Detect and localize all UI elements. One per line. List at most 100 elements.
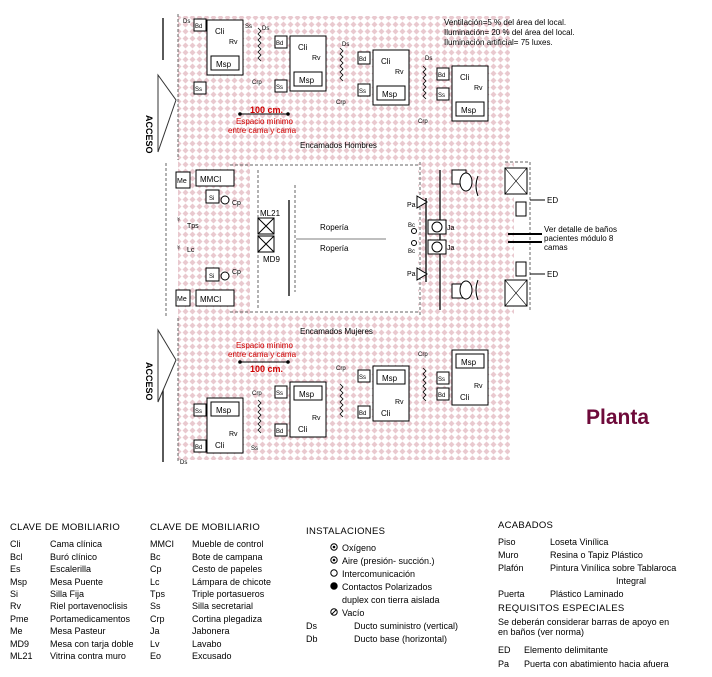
legend-row: Ja Jabonera <box>150 625 271 637</box>
svg-text:Msp: Msp <box>461 106 477 115</box>
svg-text:Ss: Ss <box>276 85 283 91</box>
legend-desc: Portamedicamentos <box>50 613 131 624</box>
legend-heading: REQUISITOS ESPECIALES <box>498 603 625 614</box>
svg-text:Ss: Ss <box>359 375 366 381</box>
legend-desc: Puerta con abatimiento hacia afuera <box>524 659 669 670</box>
access-label-top: ACCESO <box>144 115 154 154</box>
legend-desc: duplex con tierra aislada <box>342 595 440 606</box>
min-space-top: 100 cm. Espacio mínimo entre cama y cama <box>228 105 297 135</box>
legend-code <box>564 575 616 588</box>
legend-code: Bc <box>150 551 161 562</box>
svg-text:Lc: Lc <box>187 247 195 254</box>
svg-text:Ja: Ja <box>447 225 455 232</box>
svg-text:Crp: Crp <box>418 119 428 125</box>
legend-code <box>306 555 330 568</box>
svg-text:Ss: Ss <box>438 377 445 383</box>
baths-note-2: pacientes módulo 8 <box>544 234 614 243</box>
legend-code: Muro <box>498 550 519 561</box>
svg-text:Cli: Cli <box>381 57 391 66</box>
legend-code: Lv <box>150 638 160 649</box>
svg-text:Msp: Msp <box>299 390 315 399</box>
legend-code: Puerta <box>498 589 525 600</box>
legend-desc: Jabonera <box>192 626 230 637</box>
roperia-label-2: Ropería <box>320 244 349 253</box>
legend-desc: Resina o Tapiz Plástico <box>550 550 643 561</box>
svg-text:Bc: Bc <box>408 249 415 255</box>
svg-text:Bd: Bd <box>438 73 445 79</box>
svg-text:Bd: Bd <box>276 41 283 47</box>
svg-text:Ss: Ss <box>195 87 202 93</box>
req-note-1: Se deberán considerar barras de apoyo en <box>498 617 670 628</box>
legend-code: Db <box>306 634 318 645</box>
legend-row: Contactos Polarizados <box>306 581 458 594</box>
legend-desc: Silla Fija <box>50 589 85 600</box>
svg-text:Ss: Ss <box>359 89 366 95</box>
svg-text:Ja: Ja <box>447 245 455 252</box>
notes: Ventilación=5 % del área del local. Ilum… <box>300 18 617 336</box>
svg-text:Bd: Bd <box>438 393 445 399</box>
svg-text:Tps: Tps <box>187 223 199 230</box>
svg-text:Bc: Bc <box>408 223 415 229</box>
legend-desc: Excusado <box>192 651 232 662</box>
svg-text:☿: ☿ <box>176 245 181 252</box>
legend-desc: Mesa con tarja doble <box>50 638 134 649</box>
req-note-2: en baños (ver norma) <box>498 627 585 638</box>
svg-text:Cli: Cli <box>215 441 225 450</box>
svg-text:Ss: Ss <box>195 409 202 415</box>
legend-code: ML21 <box>10 651 33 662</box>
svg-text:Ss: Ss <box>276 391 283 397</box>
svg-text:Bd: Bd <box>276 429 283 435</box>
svg-text:Ss: Ss <box>245 24 252 30</box>
svg-text:Pa: Pa <box>407 271 416 278</box>
legend-desc: Elemento delimitante <box>524 645 609 656</box>
legend-spacer <box>342 633 354 646</box>
svg-text:ED: ED <box>547 196 558 205</box>
baths-note-3: camas <box>544 243 568 252</box>
legend-row: Oxígeno <box>306 542 458 555</box>
svg-text:MMCI: MMCI <box>200 175 221 184</box>
legend-desc: Lavabo <box>192 638 222 649</box>
walls <box>165 14 531 462</box>
legend-desc: Cama clínica <box>50 539 103 550</box>
legend-code: Piso <box>498 537 516 548</box>
svg-text:entre cama y cama: entre cama y cama <box>228 350 297 359</box>
svg-text:Cli: Cli <box>298 43 308 52</box>
legend-row: Vacío <box>306 607 458 620</box>
svg-text:Ds: Ds <box>183 19 190 25</box>
legend-desc: Buró clínico <box>50 551 98 562</box>
svg-text:Crp: Crp <box>252 80 262 86</box>
svg-text:Pa: Pa <box>407 202 416 209</box>
legend-desc: Oxígeno <box>342 543 377 554</box>
svg-text:Bd: Bd <box>359 57 366 63</box>
svg-text:100 cm.: 100 cm. <box>250 364 283 374</box>
svg-text:Msp: Msp <box>461 358 477 367</box>
svg-text:Ds: Ds <box>342 42 349 48</box>
legend-desc: Contactos Polarizados <box>342 582 433 593</box>
oxygen-icon <box>330 542 338 552</box>
svg-text:Ds: Ds <box>425 56 432 62</box>
intercom-icon <box>330 568 338 578</box>
svg-text:Ss: Ss <box>438 93 445 99</box>
legend-code: Ja <box>150 626 160 637</box>
legend-desc: Integral <box>616 576 647 587</box>
legend-desc: Mueble de control <box>192 539 264 550</box>
legend-code <box>306 542 330 555</box>
svg-text:Ds: Ds <box>262 26 269 32</box>
svg-text:Rv: Rv <box>395 69 404 76</box>
legend-heading: ACABADOS <box>498 520 554 531</box>
svg-text:Rv: Rv <box>312 55 321 62</box>
legend-code: Ds <box>306 621 317 632</box>
